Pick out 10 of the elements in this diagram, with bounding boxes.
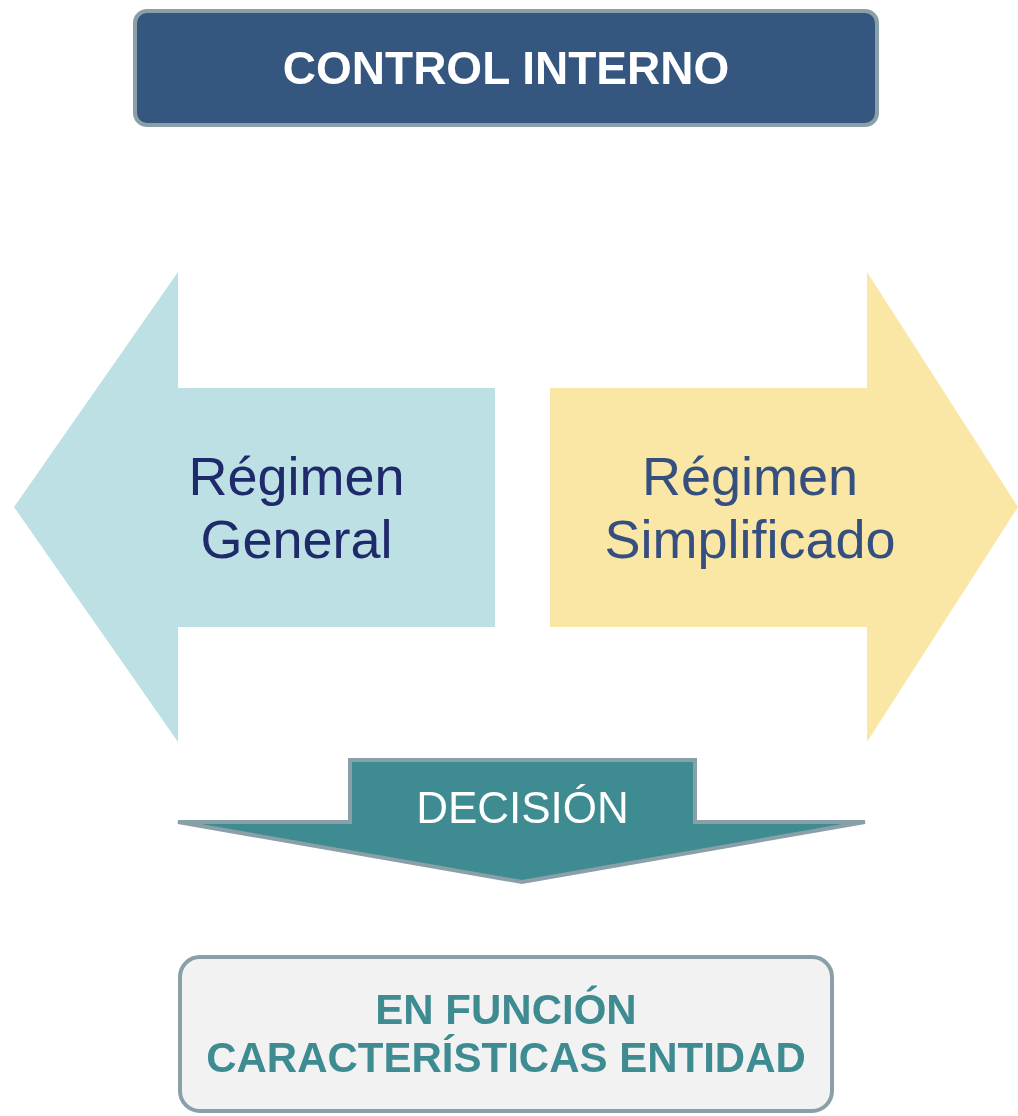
node-label: Régimen General xyxy=(187,445,406,570)
node-label: CONTROL INTERNO xyxy=(282,41,730,95)
node-label: DECISIÓN xyxy=(416,782,629,834)
node-label: EN FUNCIÓN CARACTERÍSTICAS ENTIDAD xyxy=(205,985,807,1083)
result-box xyxy=(178,955,834,1113)
down-arrow-shape xyxy=(178,760,865,882)
title-box xyxy=(133,9,879,127)
node-label: Régimen Simplificado xyxy=(603,445,897,570)
right-arrow-shape xyxy=(550,272,1018,742)
left-arrow-shape xyxy=(14,272,495,742)
